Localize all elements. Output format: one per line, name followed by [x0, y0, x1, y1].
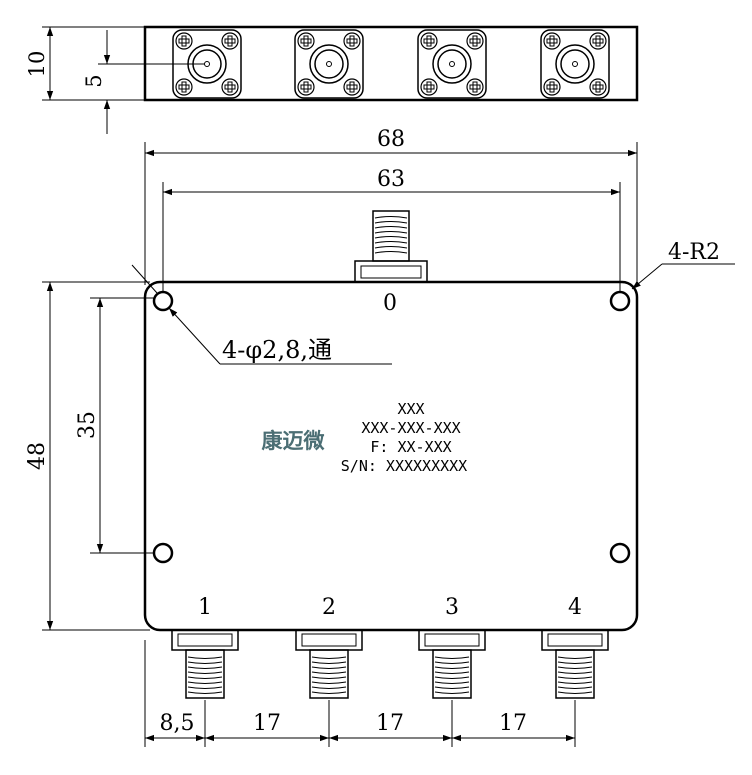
output-connector-2 [295, 629, 363, 699]
mount-hole-tr [609, 290, 631, 312]
port-pitch-dimension: 8,5 17 17 17 [144, 640, 576, 747]
brand-logo: 康迈微 [262, 429, 326, 453]
port-pitch-label-1: 17 [253, 711, 281, 736]
top-view-connectors [172, 29, 610, 99]
port-label-2: 2 [322, 595, 336, 620]
top-height-dimension: 10 [25, 26, 145, 101]
top-center-dimension: 5 [82, 30, 205, 134]
hole-spacing-y-label: 35 [75, 411, 100, 439]
top-connector-2 [294, 29, 364, 99]
hole-spacing-x-dimension: 63 [162, 167, 621, 292]
overall-width-dimension: 68 [144, 127, 638, 285]
label-line-4: S/N: XXXXXXXXX [341, 457, 467, 475]
port-label-3: 3 [445, 595, 459, 620]
port-label-0: 0 [383, 291, 397, 316]
mount-hole-bl [152, 542, 174, 564]
port-pitch-label-2: 17 [376, 711, 404, 736]
port-pitch-label-3: 17 [499, 711, 527, 736]
label-line-1: XXX [397, 400, 424, 418]
overall-height-dimension: 48 [25, 281, 150, 631]
corner-radius-callout: 4-R2 [631, 240, 735, 290]
mount-hole-tl [152, 290, 174, 312]
port-label-4: 4 [568, 595, 582, 620]
top-center-label: 5 [82, 74, 106, 87]
hole-spacing-x-label: 63 [377, 167, 405, 192]
label-line-2: XXX-XXX-XXX [361, 419, 460, 437]
corner-radius-label: 4-R2 [668, 240, 720, 265]
mount-holes-callout: 4-φ2,8,通 [131, 264, 392, 365]
output-connector-3 [418, 629, 486, 699]
top-view [143, 25, 639, 102]
output-connector-4 [541, 629, 609, 699]
mount-holes-label: 4-φ2,8,通 [222, 336, 332, 364]
edge-offset-label: 8,5 [160, 711, 195, 736]
top-connector-4 [540, 29, 610, 99]
port-label-1: 1 [198, 595, 212, 620]
output-connector-1 [171, 629, 239, 699]
nameplate: 康迈微 XXX XXX-XXX-XXX F: XX-XXX S/N: XXXXX… [262, 400, 468, 475]
input-connector [354, 210, 428, 283]
mount-hole-br [609, 542, 631, 564]
output-connectors [171, 629, 609, 699]
top-connector-1 [172, 29, 242, 99]
top-height-label: 10 [25, 51, 49, 78]
overall-width-label: 68 [377, 127, 405, 152]
front-view [143, 280, 639, 632]
hole-spacing-y-dimension: 35 [75, 297, 155, 554]
label-line-3: F: XX-XXX [370, 438, 451, 456]
overall-height-label: 48 [25, 442, 50, 470]
top-connector-3 [417, 29, 487, 99]
